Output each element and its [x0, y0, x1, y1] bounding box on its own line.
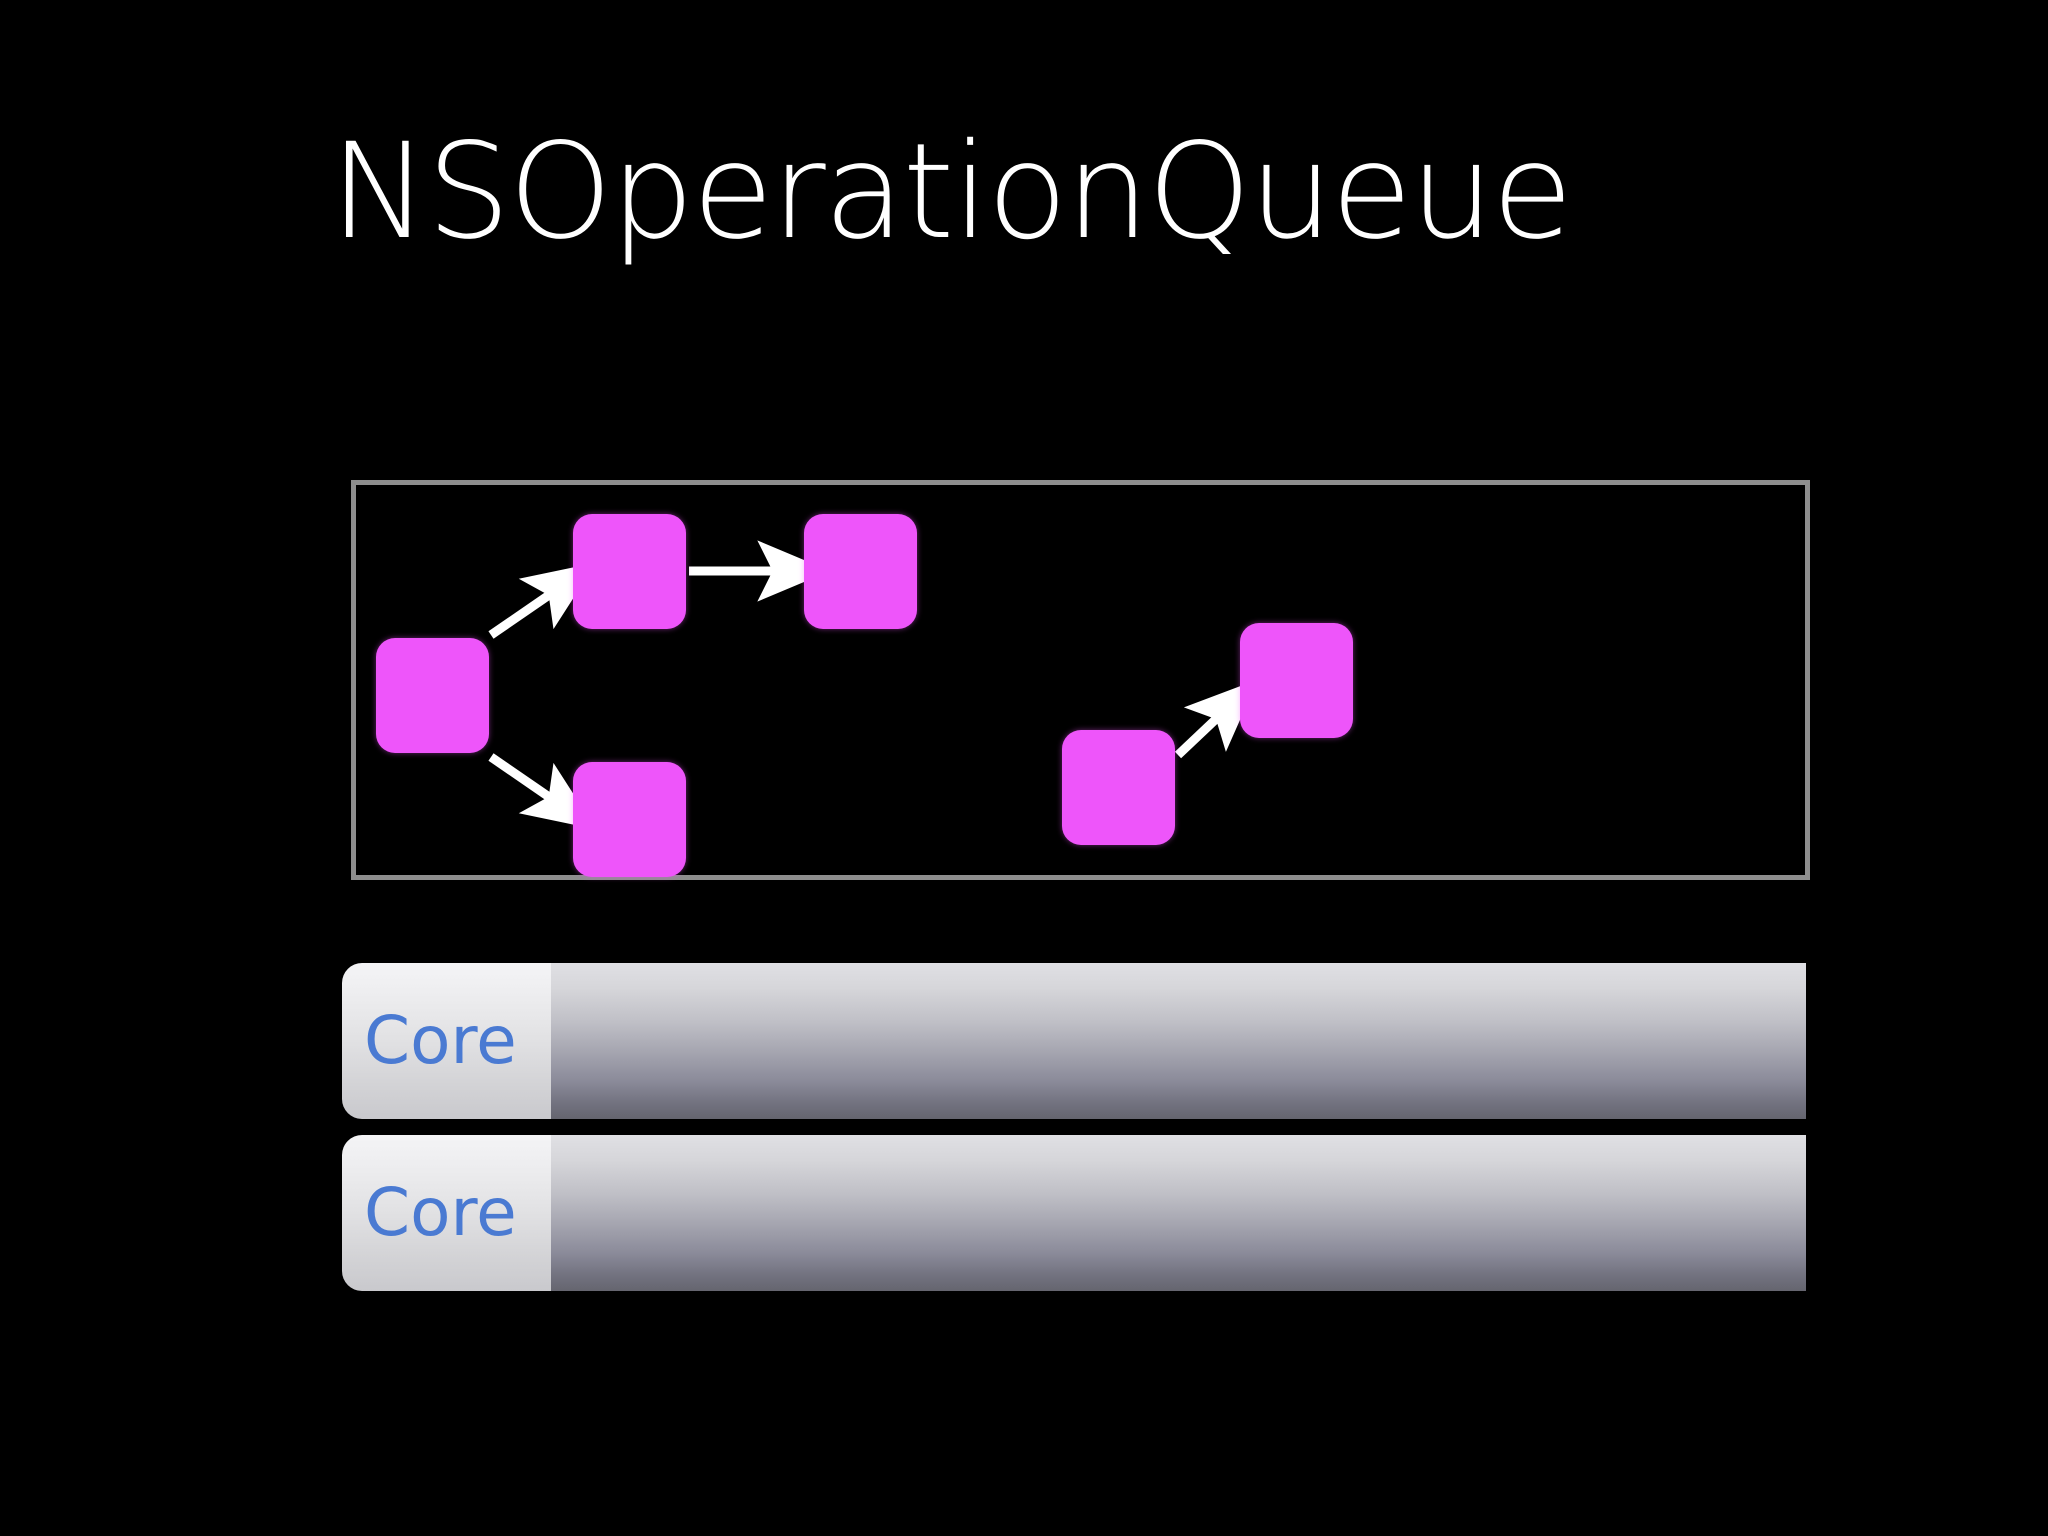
core-label: Core — [364, 1174, 517, 1251]
operation-node[interactable] — [1240, 623, 1353, 738]
operation-node[interactable] — [1062, 730, 1175, 845]
core-label-panel: Core — [342, 963, 551, 1119]
operation-node[interactable] — [804, 514, 917, 629]
edge-op5-op6 — [1174, 679, 1258, 759]
operation-node[interactable] — [573, 762, 686, 877]
core-label-panel: Core — [342, 1135, 551, 1291]
core-label: Core — [364, 1002, 517, 1079]
operation-node[interactable] — [376, 638, 489, 753]
core-bar[interactable]: Core — [342, 1135, 1806, 1291]
edge-op1-op4 — [488, 753, 597, 830]
core-bar[interactable]: Core — [342, 963, 1806, 1119]
page-title: NSOperationQueue — [330, 115, 1573, 269]
operation-node[interactable] — [573, 514, 686, 629]
core-track — [551, 963, 1806, 1119]
operation-queue-container — [351, 480, 1810, 880]
core-track — [551, 1135, 1806, 1291]
edge-op1-op2 — [488, 562, 597, 639]
